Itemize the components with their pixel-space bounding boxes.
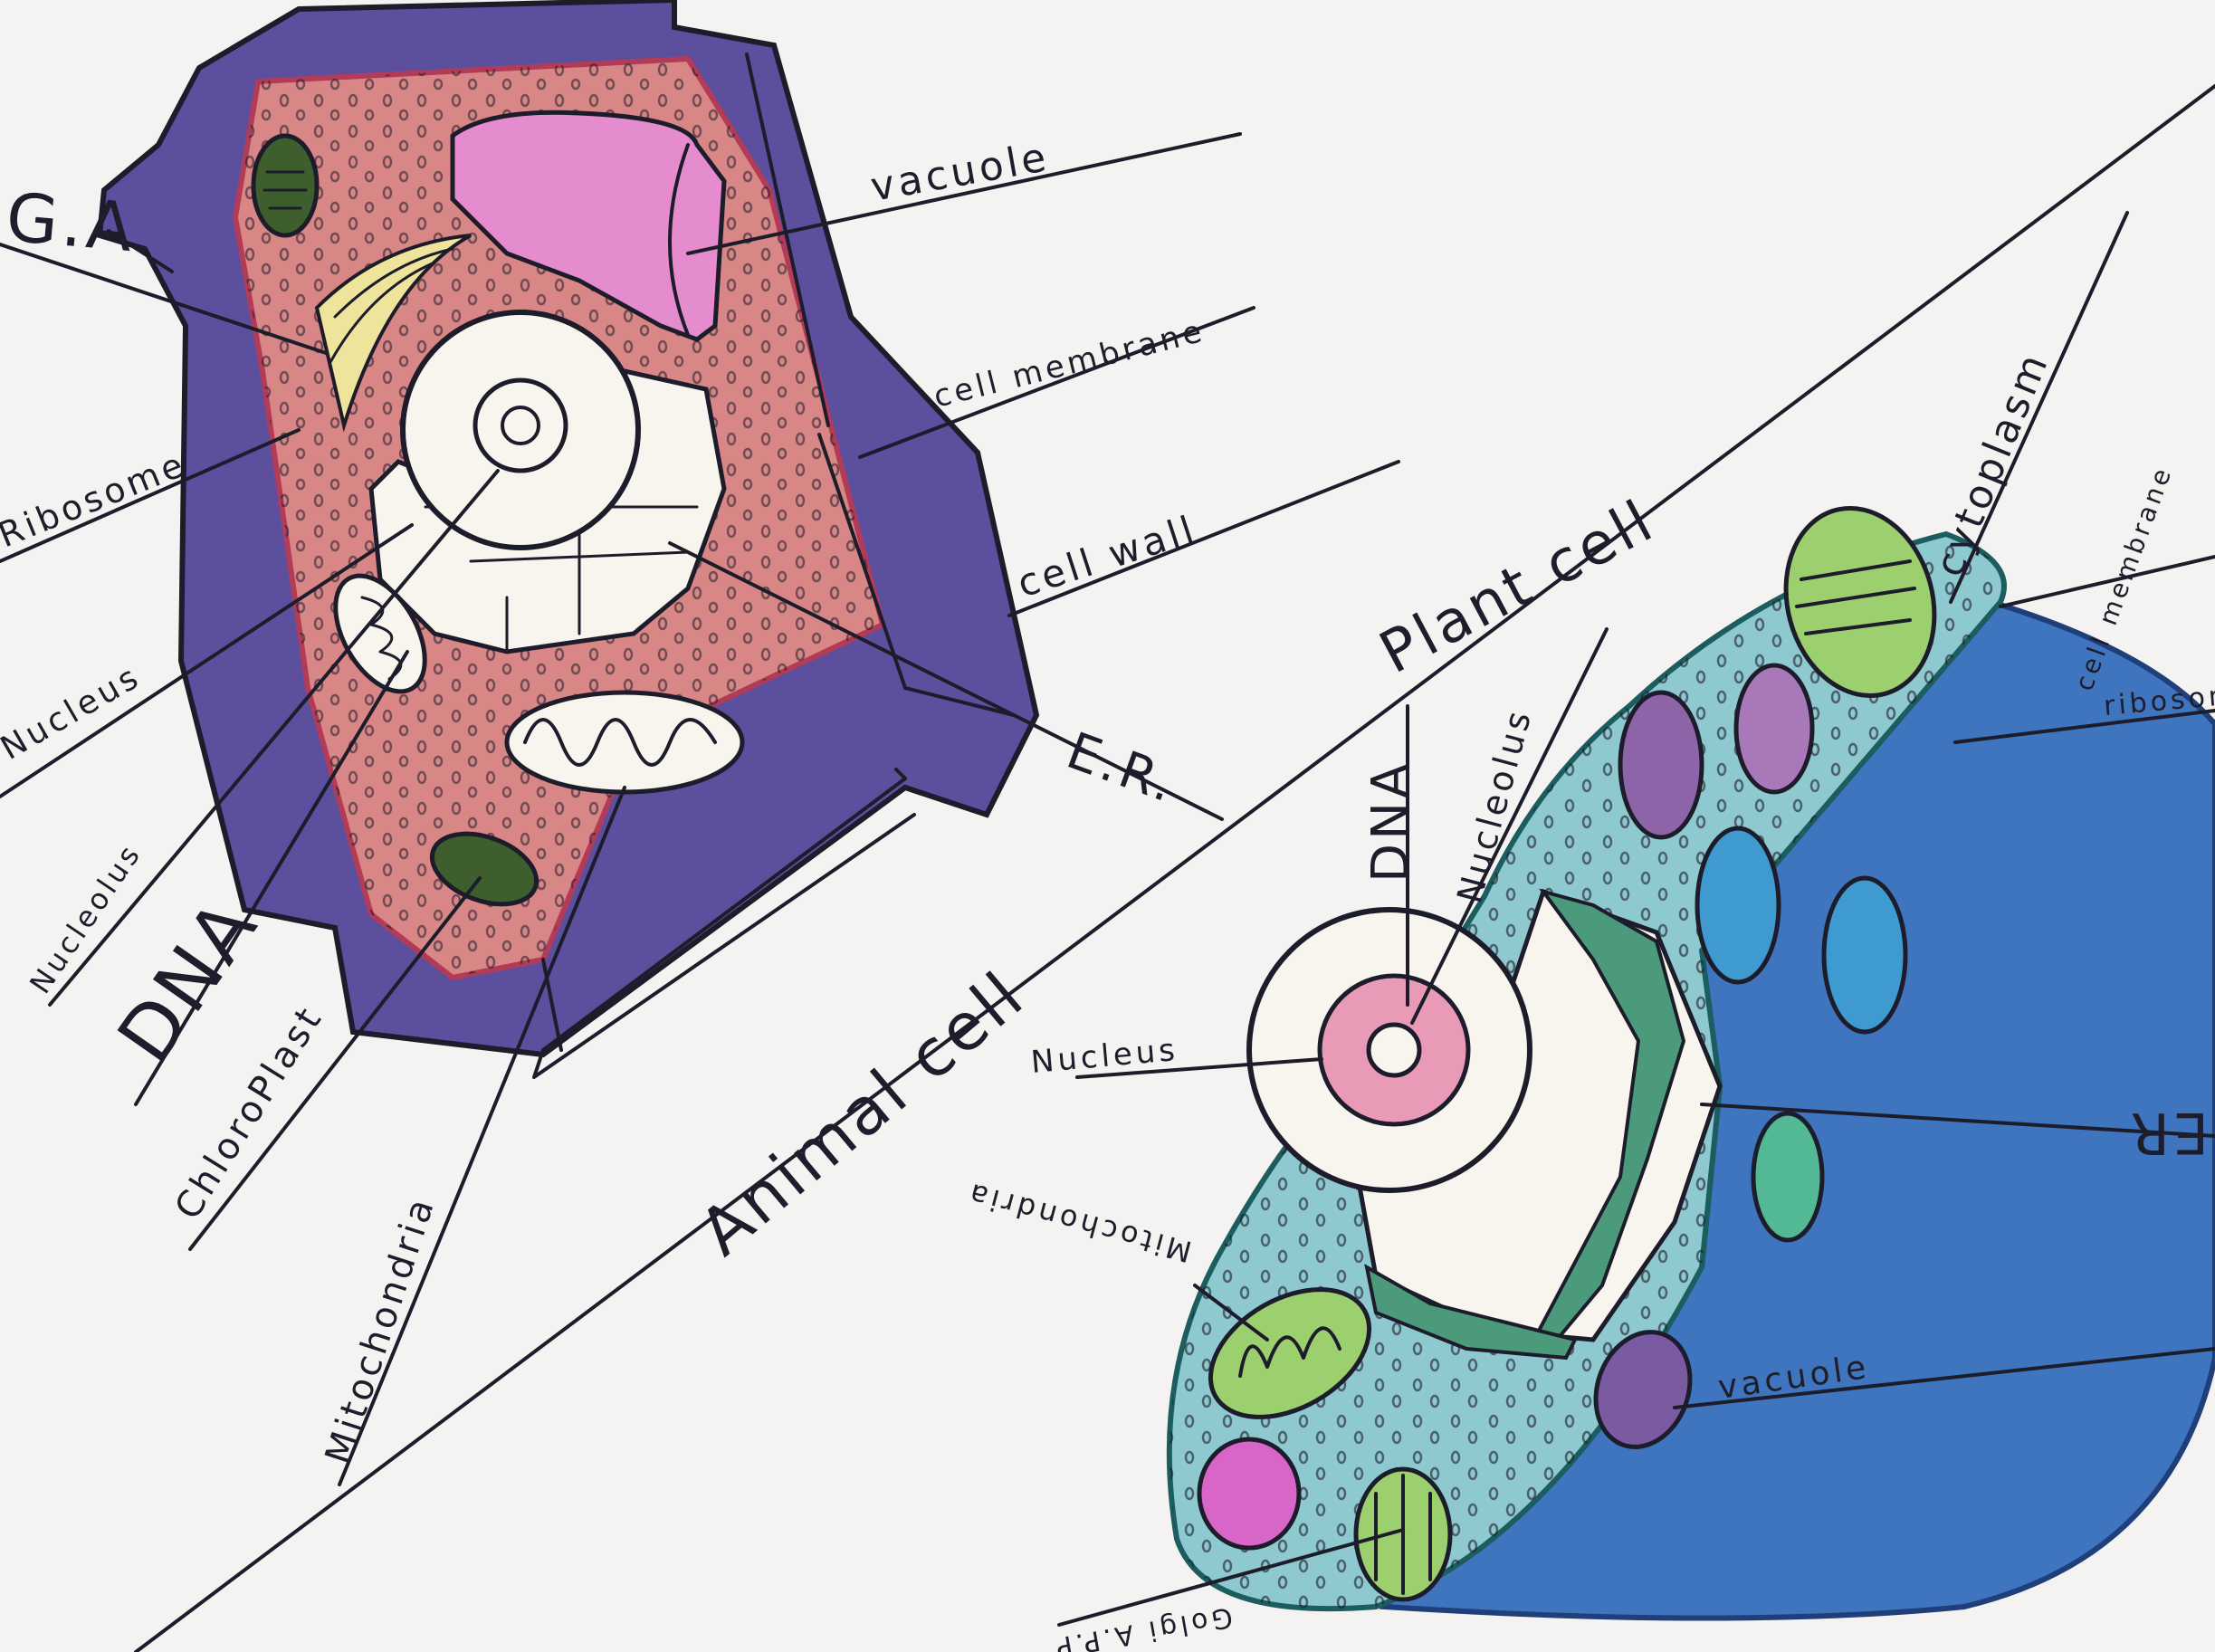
plant-vacuole [450,110,727,342]
plant-golgi [314,234,472,433]
animal-label-mitochondria: Mitochondria [962,1176,1195,1269]
animal-label-cytoplasm: cytoplasm [1926,345,2058,583]
animal-leader-lines [1057,211,2215,1627]
plant-nucleolus-core [501,406,540,445]
divider-label-plant: Plant cell [1370,487,1666,687]
animal-er-membrane-lower [1364,1264,1578,1361]
animal-label-golgi: Golgi A.P.P [1050,1600,1235,1652]
animal-golgi-body [1353,1466,1453,1602]
animal-er-membrane [1536,888,1686,1342]
animal-label-er: ER [2127,1100,2209,1166]
divider-label-animal: Animal cell [685,956,1039,1270]
plant-chloroplast-top [251,133,320,238]
plant-label-golgi: G.A [3,178,138,267]
animal-label-dna: DNA [1361,760,1420,883]
animal-vesicle-blue-right [1821,875,1908,1035]
animal-cell: cytoplasm cell membrane ribosome DNA Nuc… [962,211,2215,1652]
plant-label-vacuole: vacuole [867,134,1053,211]
plant-vacuole-fold [668,143,690,337]
animal-vesicle-blue-left [1695,826,1781,985]
animal-vesicle-magenta [1197,1437,1302,1551]
plant-label-ribosome: Ribosome [0,444,192,555]
animal-nucleolus-core [1366,1022,1422,1078]
plant-label-er: E.R. [1059,721,1185,815]
plant-chloroplast-grana [263,170,308,210]
animal-vesicle-purple [1618,690,1704,840]
plant-chloroplast-bottom [429,831,539,907]
plant-label-mitochondria: Mitochondria [318,1191,444,1470]
plant-cell: G.A vacuole cell membrane cell wall E.R.… [0,0,1400,1486]
animal-label-nucleus: Nucleus [1029,1032,1179,1081]
animal-vesicle-teal [1751,1111,1825,1243]
plant-mitochondrion-large [504,690,745,795]
plant-label-cell-membrane: cell membrane [931,313,1209,415]
animal-vesicle-lilac [1733,663,1815,795]
plant-leader-lines [0,132,1400,1486]
plant-label-nucleolus: Nucleolus [23,836,148,999]
animal-mitochondrion-top [1783,505,1937,699]
plant-wall-seam [817,433,1016,717]
plant-wall-seam [745,53,830,427]
animal-mitochondrion-left [1208,1287,1372,1419]
plant-label-cell-wall: cell wall [1012,507,1202,606]
plant-wall-seam [532,768,916,1079]
divider-line [134,84,2215,1652]
